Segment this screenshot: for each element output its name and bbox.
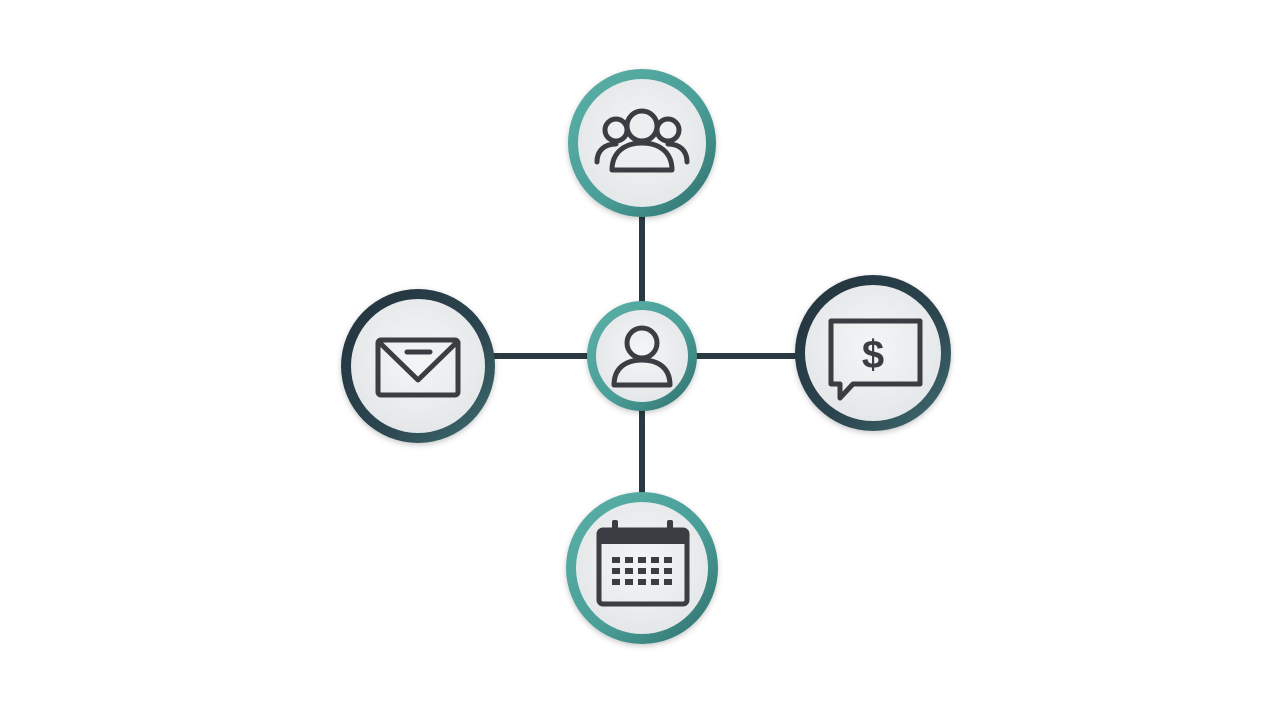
payment-message-icon: $ xyxy=(828,318,923,401)
node-mail[interactable] xyxy=(341,289,495,443)
calendar-icon xyxy=(596,520,690,607)
connectors xyxy=(488,210,802,498)
envelope-icon xyxy=(375,337,461,398)
team-icon xyxy=(594,108,690,173)
user-icon xyxy=(611,325,673,388)
dollar-sign: $ xyxy=(862,333,884,377)
